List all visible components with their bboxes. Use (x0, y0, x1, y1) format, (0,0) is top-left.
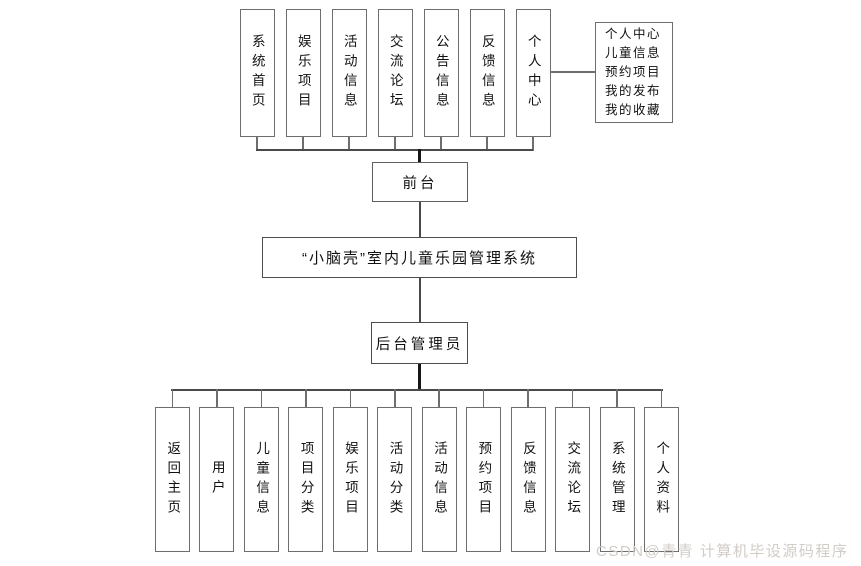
backend-module-stub-line (171, 388, 174, 407)
backend-module-stub-line (260, 388, 263, 407)
backend-module-box: 儿童信息 (243, 407, 279, 552)
backend-module-stub-line (438, 388, 440, 407)
front-module-stub-line (348, 137, 350, 151)
backend-module-box-label: 用户 (209, 460, 225, 499)
system-title-node: “小脑壳”室内儿童乐园管理系统 (262, 237, 577, 278)
front-module-stub-line (486, 137, 488, 151)
personal-center-connector-line (550, 70, 595, 73)
backend-node-label: 后台管理员 (375, 336, 464, 353)
personal-center-panel-line: 儿童信息 (605, 46, 662, 60)
front-drop-line (418, 149, 421, 163)
backend-module-stub-line (571, 388, 574, 407)
backend-module-box: 反馈信息 (510, 407, 546, 552)
front-module-box-label: 活动信息 (341, 34, 357, 112)
personal-center-panel-line: 我的收藏 (605, 103, 662, 117)
backend-module-box-label: 项目分类 (298, 440, 314, 519)
backend-module-box-label: 活动分类 (387, 440, 403, 519)
front-module-stub-line (302, 137, 304, 151)
front-module-box-label: 公告信息 (433, 34, 449, 112)
backend-module-box: 交流论坛 (555, 407, 591, 552)
system-title-label: “小脑壳”室内儿童乐园管理系统 (302, 250, 537, 267)
front-module-box: 系统首页 (239, 9, 275, 137)
backend-module-box: 系统管理 (599, 407, 635, 552)
backend-module-box-label: 返回主页 (165, 440, 181, 519)
front-module-box: 个人中心 (515, 9, 551, 137)
front-module-box-label: 系统首页 (249, 34, 265, 112)
backend-module-stub-line (349, 388, 352, 407)
front-module-box-label: 交流论坛 (387, 34, 403, 112)
front-module-box-label: 娱乐项目 (295, 34, 311, 112)
front-module-box: 娱乐项目 (285, 9, 321, 137)
backend-module-box: 活动信息 (421, 407, 457, 552)
backend-module-box-label: 交流论坛 (565, 440, 581, 519)
front-module-box: 活动信息 (331, 9, 367, 137)
backend-module-stub-line (660, 388, 663, 407)
front-bus-line (256, 148, 533, 151)
front-module-box: 交流论坛 (377, 9, 413, 137)
backend-module-stub-line (305, 388, 307, 407)
front-module-stub-line (394, 137, 396, 151)
backend-module-box-label: 预约项目 (476, 440, 492, 519)
backend-module-box: 娱乐项目 (332, 407, 368, 552)
csdn-watermark: CSDN@青青 计算机毕设源码程序 (596, 543, 849, 560)
backend-module-box-label: 儿童信息 (254, 440, 270, 519)
front-module-box: 反馈信息 (469, 9, 505, 137)
backend-module-stub-line (527, 388, 529, 407)
front-module-box: 公告信息 (423, 9, 459, 137)
front-module-stub-line (256, 137, 258, 151)
backend-module-box: 用户 (199, 407, 235, 552)
front-module-box-label: 反馈信息 (479, 34, 495, 112)
title-to-backend-line (418, 278, 421, 322)
backend-module-box: 预约项目 (466, 407, 502, 552)
backend-module-box-label: 系统管理 (609, 440, 625, 519)
backend-bus-line (171, 388, 663, 391)
front-node: 前台 (372, 162, 468, 202)
front-to-title-line (418, 202, 421, 237)
backend-module-stub-line (616, 388, 618, 407)
backend-module-box-label: 娱乐项目 (343, 440, 359, 519)
backend-module-box: 活动分类 (377, 407, 413, 552)
personal-center-panel-line: 我的发布 (605, 84, 662, 98)
front-node-label: 前台 (402, 175, 438, 192)
backend-node: 后台管理员 (371, 322, 468, 364)
backend-module-box: 个人资料 (643, 407, 679, 552)
backend-module-stub-line (394, 388, 396, 407)
front-module-stub-line (532, 137, 534, 151)
backend-module-stub-line (216, 388, 218, 407)
backend-drop-line (418, 364, 421, 390)
personal-center-panel: 个人中心儿童信息预约项目我的发布我的收藏 (595, 22, 673, 123)
front-module-box-label: 个人中心 (525, 34, 541, 112)
backend-module-box-label: 活动信息 (431, 440, 447, 519)
backend-module-box-label: 个人资料 (654, 440, 670, 519)
front-module-stub-line (440, 137, 442, 151)
personal-center-panel-line: 预约项目 (605, 65, 662, 79)
backend-module-box: 返回主页 (155, 407, 190, 552)
backend-module-box: 项目分类 (288, 407, 324, 552)
backend-module-stub-line (482, 388, 485, 407)
backend-module-box-label: 反馈信息 (520, 440, 536, 519)
personal-center-panel-line: 个人中心 (605, 27, 662, 41)
